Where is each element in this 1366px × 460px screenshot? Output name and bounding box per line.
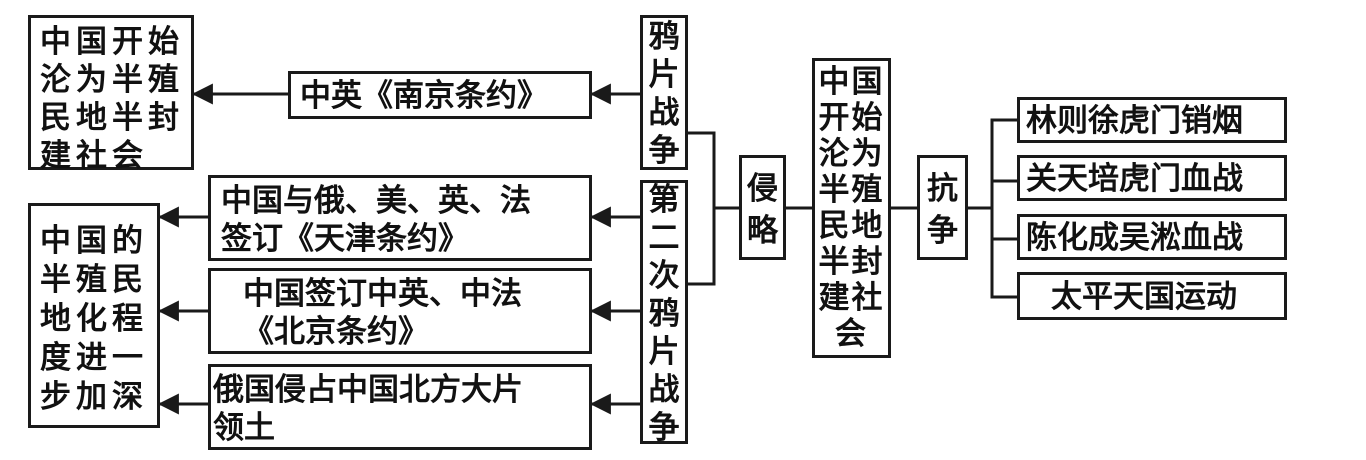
result-text-bottom: 中国的 半殖民 地化程 度进一 步加深: [40, 223, 148, 415]
bracket-wars: [688, 131, 716, 286]
struggle-box: 抗 争: [917, 155, 968, 260]
treaty-tianjin: 中国与俄、美、英、法 签订《天津条约》: [221, 183, 531, 257]
war-box-second: 第 二 次 鸦 片 战 争: [640, 180, 688, 446]
struggle-item: 林则徐虎门销烟: [1026, 103, 1243, 139]
war-box-first: 鸦 片 战 争: [640, 15, 688, 170]
bracket-struggles: [990, 118, 1017, 299]
center-text: 中国 开始 沦为 半殖 民地 半封 建社 会: [818, 64, 885, 352]
struggle-text: 抗 争: [927, 171, 958, 249]
struggle-item-box: 林则徐虎门销烟: [1017, 97, 1287, 143]
struggle-item: 关天培虎门血战: [1026, 161, 1243, 197]
treaty-box-tianjin: 中国与俄、美、英、法 签订《天津条约》: [208, 175, 592, 261]
struggle-item-box: 太平天国运动: [1017, 272, 1287, 320]
treaty-russia: 俄国侵占中国北方大片 领土: [213, 372, 523, 446]
result-text-top: 中国开始 沦为半殖 民地半封 建社会: [40, 24, 184, 174]
struggle-item: 陈化成吴淞血战: [1026, 220, 1243, 256]
treaty-nanjing: 中英《南京条约》: [300, 78, 548, 114]
struggle-item-box: 关天培虎门血战: [1017, 155, 1287, 201]
treaty-box-beijing: 中国签订中英、中法 《北京条约》: [208, 268, 592, 354]
result-box-top: 中国开始 沦为半殖 民地半封 建社会: [28, 15, 194, 174]
treaty-beijing: 中国签订中英、中法 《北京条约》: [243, 276, 522, 350]
treaty-box-nanjing: 中英《南京条约》: [288, 71, 592, 119]
invasion-box: 侵 略: [739, 155, 786, 260]
center-box: 中国 开始 沦为 半殖 民地 半封 建社 会: [812, 58, 891, 358]
treaty-box-russia: 俄国侵占中国北方大片 领土: [208, 364, 592, 450]
war-first: 鸦 片 战 争: [648, 19, 680, 169]
war-second: 第 二 次 鸦 片 战 争: [648, 182, 680, 446]
invasion-text: 侵 略: [747, 171, 778, 249]
struggle-item: 太平天国运动: [1051, 279, 1237, 315]
struggle-item-box: 陈化成吴淞血战: [1017, 214, 1287, 260]
result-box-bottom: 中国的 半殖民 地化程 度进一 步加深: [28, 203, 160, 428]
